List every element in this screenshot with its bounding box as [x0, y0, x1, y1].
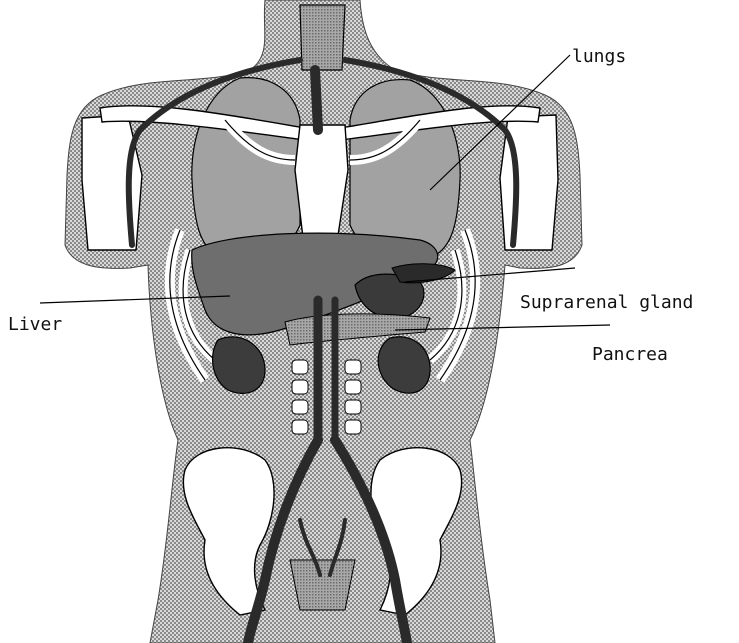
label-liver: Liver — [8, 314, 62, 335]
sacrum — [290, 560, 355, 610]
label-suprarenal-gland: Suprarenal gland — [520, 292, 693, 313]
label-pancreas: Pancrea — [592, 344, 668, 365]
label-lungs: lungs — [572, 46, 626, 67]
trachea — [300, 5, 345, 70]
